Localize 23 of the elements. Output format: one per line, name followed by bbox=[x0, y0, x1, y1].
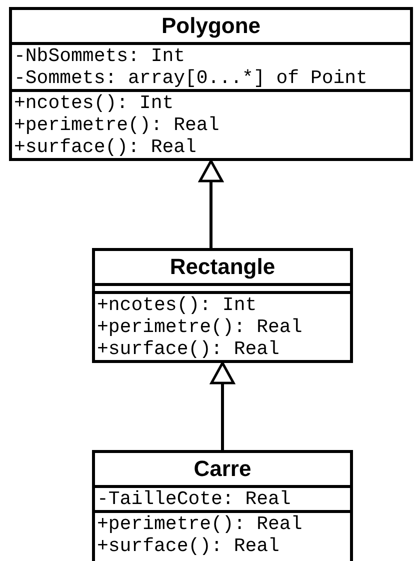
method-text: +perimetre(): Real bbox=[97, 316, 304, 338]
class-box bbox=[92, 450, 353, 561]
class-name: Carre bbox=[192, 455, 252, 483]
class-name: Polygone bbox=[160, 12, 262, 40]
methods-compartment bbox=[95, 510, 350, 557]
class-box bbox=[92, 248, 353, 363]
attributes-compartment bbox=[12, 42, 410, 89]
method-text: +ncotes(): Int bbox=[14, 92, 175, 114]
attribute-text: -NbSommets: Int bbox=[14, 45, 186, 67]
method-text: +surface(): Real bbox=[97, 535, 280, 557]
method-text: +perimetre(): Real bbox=[97, 513, 304, 535]
method-text: +surface(): Real bbox=[97, 338, 280, 360]
method-text: +ncotes(): Int bbox=[97, 294, 258, 316]
method-text: +surface(): Real bbox=[14, 136, 198, 158]
methods-compartment bbox=[12, 89, 410, 158]
attribute-text: -TailleCote: Real bbox=[97, 488, 292, 510]
class-name: Rectangle bbox=[168, 253, 276, 281]
methods-compartment bbox=[95, 291, 350, 360]
inheritance-arrow bbox=[210, 362, 235, 450]
attribute-text: -Sommets: array[0...*] of Point bbox=[14, 67, 368, 89]
method-text: +perimetre(): Real bbox=[14, 114, 220, 136]
inheritance-arrow bbox=[198, 160, 224, 248]
class-box bbox=[9, 7, 413, 161]
